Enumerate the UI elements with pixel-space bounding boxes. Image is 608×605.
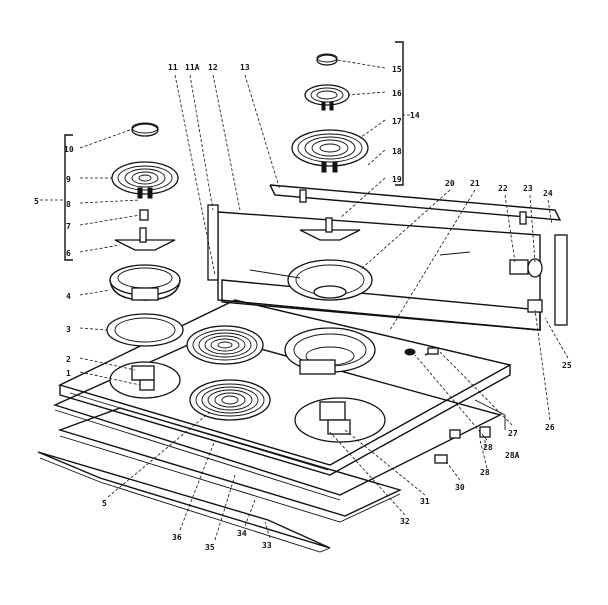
- callout-2: 2: [66, 355, 71, 364]
- callout-33: 33: [262, 541, 272, 550]
- callout-24: 24: [543, 189, 553, 198]
- callout-labels: 10 9 8 7 6 5 4 3 2 1 5 11 11A 12 13 15 1…: [34, 63, 572, 552]
- callout-15: 15: [392, 65, 402, 74]
- exploded-right-parts: [291, 41, 404, 186]
- backsplash-panel: [207, 184, 568, 331]
- callout-18: 18: [392, 147, 402, 156]
- callout-23: 23: [523, 184, 533, 193]
- callout-5-lower: 5: [102, 499, 107, 508]
- callout-22: 22: [498, 184, 508, 193]
- callout-12: 12: [208, 63, 218, 72]
- callout-6: 6: [66, 249, 71, 258]
- receptacle-front-right: [294, 397, 386, 443]
- callout-28-upper: 28: [483, 443, 493, 452]
- callout-21: 21: [470, 179, 480, 188]
- callout-14: 14: [410, 111, 420, 120]
- callout-3: 3: [66, 325, 71, 334]
- drip-pan-rear-right: [284, 327, 376, 375]
- callout-28: 28: [480, 468, 490, 477]
- callout-26: 26: [545, 423, 555, 432]
- callout-30: 30: [455, 483, 465, 492]
- callout-36: 36: [172, 533, 182, 542]
- callout-5: 5: [34, 197, 39, 206]
- bottom-panels: [37, 334, 502, 553]
- callout-4: 4: [66, 292, 71, 301]
- cooktop-hardware: [404, 347, 491, 464]
- callout-27: 27: [508, 429, 518, 438]
- callout-13: 13: [240, 63, 250, 72]
- callout-1: 1: [66, 369, 71, 378]
- element-front-left: [189, 379, 271, 421]
- element-rear-left: [186, 325, 264, 365]
- callout-16: 16: [392, 89, 402, 98]
- callout-10: 10: [64, 145, 74, 154]
- cooktop-surface: [58, 299, 512, 476]
- callout-34: 34: [237, 529, 247, 538]
- callout-11a: 11A: [185, 63, 200, 72]
- callout-8: 8: [66, 200, 71, 209]
- callout-7: 7: [66, 222, 71, 231]
- callout-17: 17: [392, 117, 402, 126]
- callout-32: 32: [400, 517, 410, 526]
- receptacle-front-left: [109, 361, 181, 399]
- callout-11: 11: [168, 63, 178, 72]
- callout-9: 9: [66, 175, 71, 184]
- callout-31: 31: [420, 497, 430, 506]
- exploded-left-parts: [64, 122, 184, 347]
- leader-lines: [40, 59, 569, 541]
- callout-25: 25: [562, 361, 572, 370]
- callout-28a: 28A: [505, 451, 520, 460]
- callout-20: 20: [445, 179, 455, 188]
- callout-35: 35: [205, 543, 215, 552]
- callout-19: 19: [392, 175, 402, 184]
